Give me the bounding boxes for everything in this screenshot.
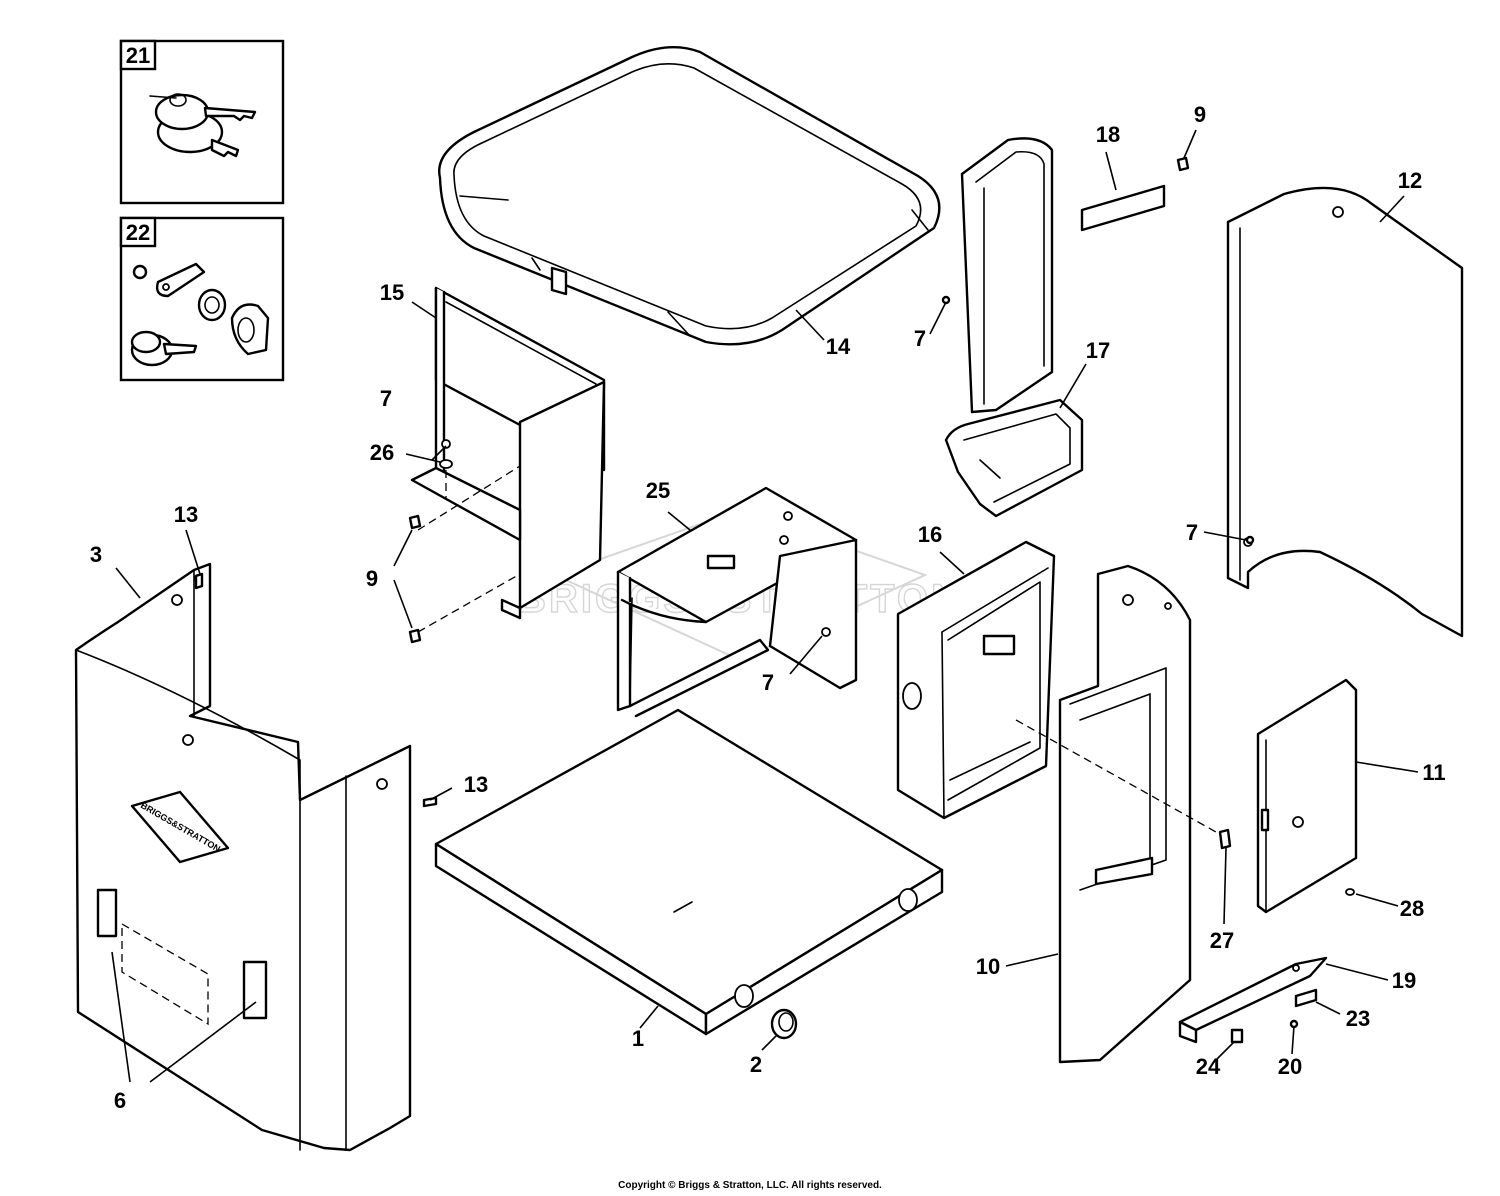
callout-7-panel: 7 xyxy=(1186,520,1198,545)
callout-20: 20 xyxy=(1278,1054,1302,1079)
dashed-guide-upper xyxy=(417,465,521,531)
callout-2: 2 xyxy=(750,1052,762,1077)
callout-11: 11 xyxy=(1422,760,1445,785)
part-7-screw-panel[interactable] xyxy=(1245,535,1255,545)
part-1-base-pan[interactable] xyxy=(434,708,944,1036)
callout-7-duct: 7 xyxy=(914,326,926,351)
part-9-nut-left-lower[interactable] xyxy=(408,628,422,644)
callout-1: 1 xyxy=(632,1026,644,1051)
copyright-notice: Copyright © Briggs & Stratton, LLC. All … xyxy=(618,1180,882,1191)
callout-6: 6 xyxy=(114,1088,126,1113)
callout-27: 27 xyxy=(1210,928,1234,953)
inset-box-22[interactable]: 22 xyxy=(119,216,285,382)
part-23-label[interactable] xyxy=(1294,988,1318,1008)
part-24-label[interactable] xyxy=(1230,1028,1244,1044)
callout-3: 3 xyxy=(90,542,102,567)
part-10-side-panel[interactable] xyxy=(1058,564,1192,1064)
part-9-nut-left-upper[interactable] xyxy=(408,514,422,530)
callout-13-top: 13 xyxy=(174,502,198,527)
part-2-plug[interactable] xyxy=(770,1008,798,1040)
callout-15: 15 xyxy=(380,280,404,305)
part-11-access-door[interactable] xyxy=(1256,678,1358,914)
part-9-nut-top[interactable] xyxy=(1176,156,1190,172)
part-19-bottom-bracket[interactable] xyxy=(1178,956,1328,1044)
lock-kit-icon xyxy=(130,262,270,367)
part-28-washer[interactable] xyxy=(1345,888,1355,896)
inset-box-22-label: 22 xyxy=(126,220,150,245)
part-18-strip[interactable] xyxy=(1080,184,1166,232)
callout-17: 17 xyxy=(1086,338,1110,363)
callout-23: 23 xyxy=(1346,1006,1370,1031)
part-25-support-frame[interactable] xyxy=(616,486,858,718)
callout-10: 10 xyxy=(976,954,1000,979)
inset-box-21[interactable]: 21 xyxy=(119,39,285,205)
callout-14: 14 xyxy=(826,334,851,359)
key-set-icon xyxy=(149,93,257,158)
leader-lines xyxy=(111,129,1419,1083)
inset-box-21-label: 21 xyxy=(126,43,150,68)
part-15-side-bracket[interactable] xyxy=(410,286,606,620)
callout-13-side: 13 xyxy=(464,772,488,797)
callout-12: 12 xyxy=(1398,168,1422,193)
callout-7-frame: 7 xyxy=(762,670,774,695)
callout-28: 28 xyxy=(1400,896,1424,921)
callout-25: 25 xyxy=(646,478,670,503)
callout-7-bracket: 7 xyxy=(380,386,392,411)
part-14-roof[interactable] xyxy=(438,46,941,346)
part-12-rear-panel[interactable] xyxy=(1226,186,1464,638)
callout-labels: 3 13 6 7 26 15 9 25 13 1 2 14 7 7 17 18 … xyxy=(90,102,1446,1113)
callout-9-top: 9 xyxy=(1194,102,1206,127)
part-13-screw-top[interactable] xyxy=(194,572,204,590)
callout-26: 26 xyxy=(370,440,394,465)
callout-9-left: 9 xyxy=(366,566,378,591)
callout-24: 24 xyxy=(1196,1054,1221,1079)
part-17-air-duct[interactable] xyxy=(944,137,1084,518)
part-27-screw[interactable] xyxy=(1015,719,1232,850)
part-16-control-box[interactable] xyxy=(896,540,1056,820)
callout-16: 16 xyxy=(918,522,942,547)
callout-19: 19 xyxy=(1392,968,1416,993)
dashed-guide-lower xyxy=(417,573,521,633)
callout-18: 18 xyxy=(1096,122,1120,147)
part-3-front-panel[interactable]: BRIGGS&STRATTON xyxy=(74,562,412,1152)
